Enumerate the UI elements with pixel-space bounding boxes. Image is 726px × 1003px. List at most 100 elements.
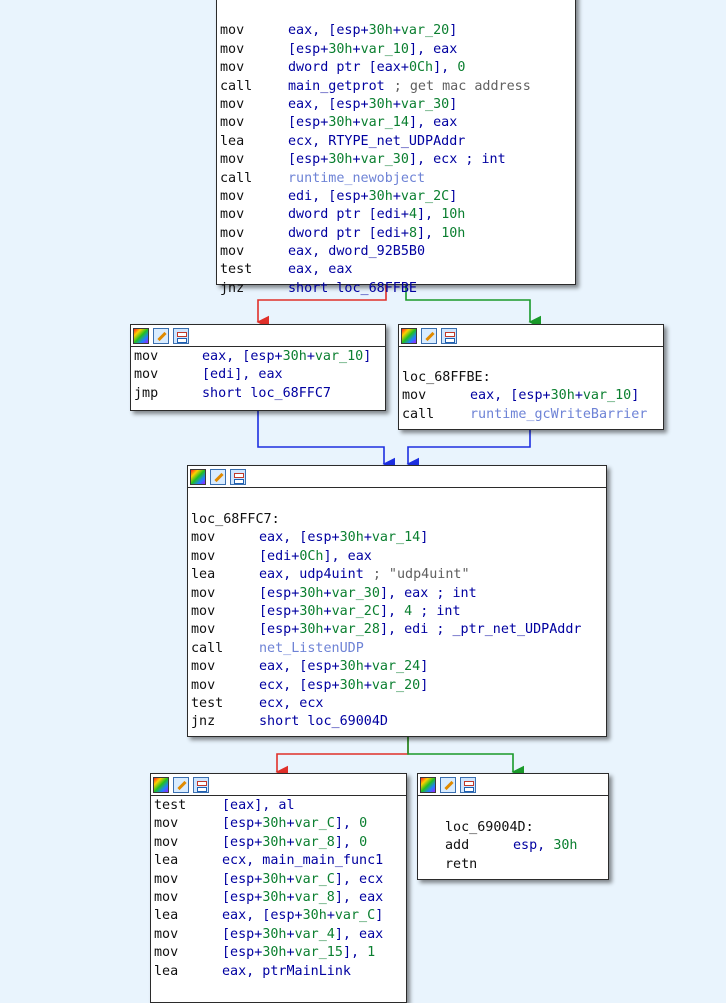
graph-view-icon[interactable] [230,468,246,485]
instruction-line[interactable]: mov[esp+30h+var_8], eax [154,889,403,907]
instruction-line[interactable]: lea ecx, RTYPE_net_UDPAddr [220,133,572,151]
operands: short loc_69004D [259,714,388,730]
instruction-line[interactable]: mov[esp+30h+var_14], eax [220,114,572,132]
operands: ecx, RTYPE_net_UDPAddr [288,133,466,149]
code-block-top[interactable]: mov eax, [esp+30h+var_20] mov[esp+30h+var_… [216,0,576,296]
operands: [esp+30h+var_8], 0 [222,834,368,850]
edit-pencil-icon[interactable] [153,327,169,344]
edge-true-middle-bottomright [407,737,525,779]
instruction-line[interactable]: mov[esp+30h+var_C], 0 [154,815,403,833]
operands: dword ptr [edi+8], 10h [288,225,466,241]
operands: edi, [esp+30h+var_2C] [288,188,458,204]
color-palette-icon[interactable] [401,327,417,344]
edit-pencil-icon[interactable] [210,468,226,485]
mnemonic: mov [191,622,216,638]
color-palette-icon[interactable] [190,468,206,485]
edge-jump-right-middle [406,430,531,471]
instruction-line[interactable]: mov[edi], eax [134,366,382,384]
mnemonic: call [402,406,435,422]
mnemonic: call [220,78,253,94]
operands: [esp+30h+var_C], 0 [222,816,368,832]
operands: [esp+30h+var_2C], 4 ; int [259,603,461,619]
operands: ecx, ecx [259,695,324,711]
mnemonic: jnz [220,280,245,296]
operands: eax, udp4uint [259,567,364,583]
instruction-line[interactable]: retn [445,856,608,874]
block-label: loc_69004D: [445,820,534,835]
block-toolbar [131,325,385,347]
instruction-line[interactable]: mov[esp+30h+var_30], ecx ; int [220,151,572,169]
comment: ; "udp4uint" [372,567,470,583]
edit-pencil-icon[interactable] [421,327,437,344]
color-palette-icon[interactable] [153,776,169,793]
operands: [esp+30h+var_30], eax ; int [259,585,477,601]
instruction-line[interactable]: mov[esp+30h+var_4], eax [154,926,403,944]
mnemonic: mov [220,115,245,131]
operands: eax, [esp+30h+var_20] [288,23,458,39]
operands: ecx, [esp+30h+var_20] [259,677,429,693]
edge-false-top-left [256,285,387,329]
mnemonic: lea [220,133,245,149]
graph-view-icon[interactable] [460,776,476,793]
mnemonic: mov [220,23,245,39]
instruction-line[interactable]: mov[esp+30h+var_15], 1 [154,944,403,962]
block-toolbar [399,325,663,347]
block-label: loc_68FFBE: [402,370,491,385]
instruction-line[interactable]: lea eax, udp4uint ; "udp4uint" [191,566,603,584]
edit-pencil-icon[interactable] [440,776,456,793]
color-palette-icon[interactable] [420,776,436,793]
instruction-line[interactable]: mov eax, [esp+30h+var_20] [220,22,572,40]
instruction-line[interactable]: mov[esp+30h+var_10], eax [220,41,572,59]
mnemonic: lea [154,963,179,979]
instruction-line[interactable]: mov[esp+30h+var_8], 0 [154,834,403,852]
graph-view-icon[interactable] [193,776,209,793]
instruction-line[interactable]: mov[esp+30h+var_C], ecx [154,871,403,889]
instruction-line[interactable]: test[eax], al [154,797,403,815]
color-palette-icon[interactable] [133,327,149,344]
operands: short loc_68FFC7 [202,385,331,401]
graph-view-icon[interactable] [173,327,189,344]
operands: eax, dword_92B5B0 [288,244,426,260]
instruction-line[interactable]: mov[esp+30h+var_28], edi ; _ptr_net_UDPA… [191,621,603,639]
instruction-line[interactable]: mov[edi+0Ch], eax [191,548,603,566]
instruction-line[interactable]: mov[esp+30h+var_2C], 4 ; int [191,603,603,621]
instruction-line[interactable]: mov[esp+30h+var_30], eax ; int [191,585,603,603]
edit-pencil-icon[interactable] [173,776,189,793]
mnemonic: mov [134,349,159,364]
mnemonic: lea [191,567,216,583]
graph-view-icon[interactable] [441,327,457,344]
operands: [esp+30h+var_C], ecx [222,871,384,887]
operands: [edi+0Ch], eax [259,548,372,564]
mnemonic: add [445,838,470,854]
